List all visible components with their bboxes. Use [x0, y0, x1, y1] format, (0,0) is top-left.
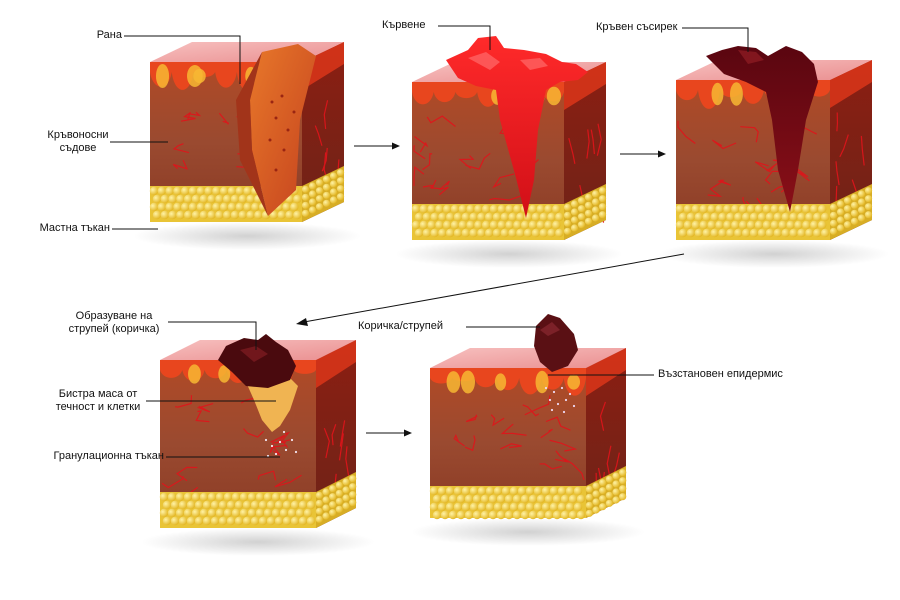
blood-clot — [706, 46, 818, 212]
leader-clot — [682, 27, 749, 52]
leader-lines — [110, 25, 749, 458]
scab-and-fluid — [218, 334, 298, 458]
wound-cut — [236, 44, 316, 216]
bleeding-blood — [446, 36, 588, 218]
arrow-3-to-4 — [296, 253, 685, 326]
leader-wound — [124, 35, 241, 84]
arrow-1-to-2 — [354, 142, 400, 150]
label-wound: Рана — [96, 29, 122, 41]
label-fat-tissue: Мастна тъкан — [39, 222, 110, 234]
label-restored-epidermis: Възстановен епидермис — [658, 368, 783, 380]
label-crust: Коричка/струпей — [358, 320, 443, 332]
arrow-4-to-5 — [366, 429, 412, 437]
label-granulation: Гранулационна тъкан — [53, 450, 165, 462]
arrow-2-to-3 — [620, 150, 666, 158]
crust-and-restored-epidermis — [534, 314, 578, 414]
leader-scab — [168, 321, 257, 350]
label-bleeding: Кървене — [382, 19, 426, 31]
leader-bleeding — [438, 25, 491, 50]
label-blood-clot: Кръвен съсирек — [596, 21, 678, 33]
skin-block-restored — [411, 348, 645, 546]
